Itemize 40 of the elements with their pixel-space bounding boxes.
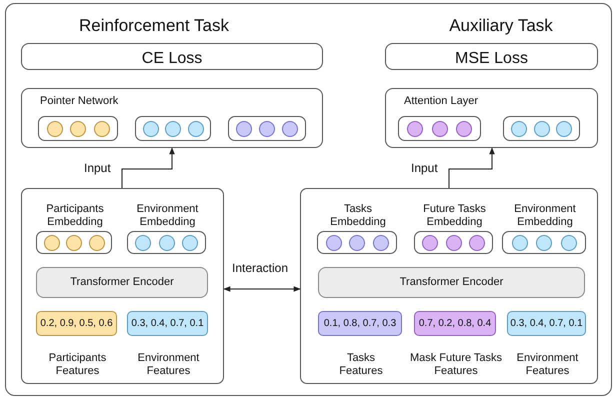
- encoder-panel: [300, 188, 598, 384]
- feature-values: 0.3, 0.4, 0.7, 0.1: [509, 318, 584, 330]
- feature-values: 0.1, 0.8, 0.7, 0.3: [322, 318, 398, 330]
- layer-box: [21, 88, 323, 148]
- embedding-group: [398, 116, 481, 141]
- group-heading: Participants Embedding: [45, 203, 105, 230]
- feature-caption: Environment Features: [516, 352, 580, 378]
- embedding-group: [135, 116, 211, 141]
- feature-caption: Participants Features: [48, 352, 108, 378]
- panel-title: Auxiliary Task: [448, 16, 554, 36]
- encoder-label: Transformer Encoder: [398, 276, 504, 290]
- encoder-panel: [21, 188, 224, 384]
- layer-label: Pointer Network: [40, 95, 118, 108]
- loss-label: MSE Loss: [454, 49, 529, 68]
- encoder-box: [36, 267, 208, 298]
- edge-label: Input: [82, 161, 113, 175]
- loss-label: CE Loss: [140, 49, 204, 68]
- outer-frame: [5, 3, 612, 396]
- loss-box: [21, 43, 323, 70]
- encoder-label: Transformer Encoder: [69, 276, 175, 290]
- group-heading: Environment Embedding: [136, 203, 200, 230]
- feature-caption: Environment Features: [136, 352, 200, 378]
- embedding-group: [503, 116, 580, 141]
- embedding-group: [228, 116, 306, 141]
- group-heading: Environment Embedding: [513, 203, 577, 230]
- feature-caption: Mask Future Tasks Features: [408, 352, 504, 378]
- feature-values: 0.2, 0.9, 0.5, 0.6: [39, 318, 114, 330]
- feature-caption: Tasks Features: [338, 352, 384, 378]
- layer-box: [385, 88, 598, 148]
- feature-values: 0.7, 0.2, 0.8, 0.4: [418, 318, 492, 330]
- group-heading: Future Tasks Embedding: [422, 203, 487, 230]
- embedding-group: [38, 116, 118, 141]
- loss-box: [385, 43, 598, 70]
- panel-title: Reinforcement Task: [78, 16, 230, 36]
- feature-values: 0.3, 0.4, 0.7, 0.1: [130, 318, 205, 330]
- edge-label: Interaction: [230, 261, 290, 275]
- group-heading: Tasks Embedding: [329, 203, 387, 230]
- encoder-box: [318, 267, 585, 298]
- layer-label: Attention Layer: [404, 95, 478, 108]
- edge-label: Input: [409, 161, 440, 175]
